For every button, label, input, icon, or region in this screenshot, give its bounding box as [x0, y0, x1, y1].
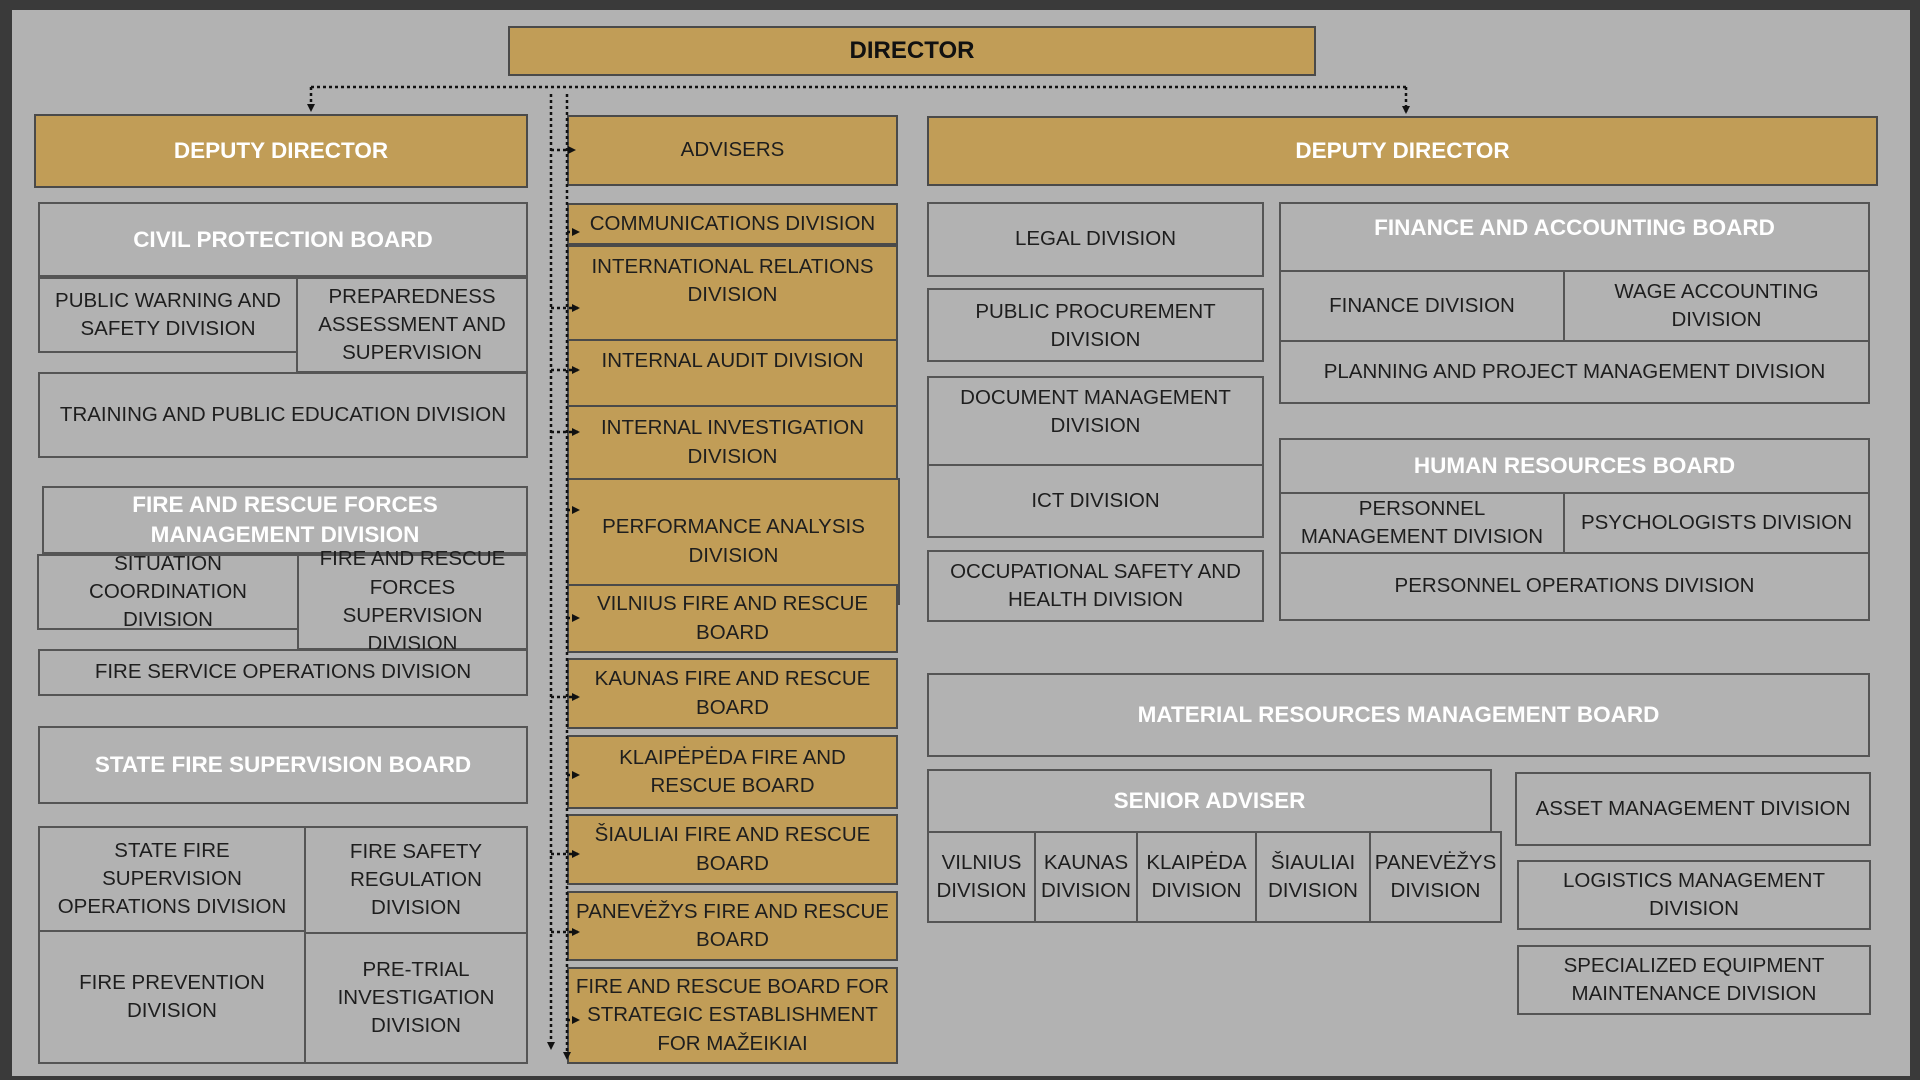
ict-division-box: ICT DIVISION — [927, 464, 1264, 538]
preparedness-assessment-box: PREPAREDNESS ASSESSMENT AND SUPERVISION — [296, 277, 528, 373]
klaipeda-board-box: KLAIPĖPĖDA FIRE AND RESCUE BOARD — [567, 735, 898, 809]
klaipeda-division-box: KLAIPĖDA DIVISION — [1136, 831, 1257, 923]
public-warning-division-box: PUBLIC WARNING AND SAFETY DIVISION — [38, 277, 298, 353]
vilnius-board-box: VILNIUS FIRE AND RESCUE BOARD — [567, 584, 898, 653]
kaunas-board-box: KAUNAS FIRE AND RESCUE BOARD — [567, 658, 898, 729]
siauliai-board-box: ŠIAULIAI FIRE AND RESCUE BOARD — [567, 814, 898, 885]
situation-coordination-division-box: SITUATION COORDINATION DIVISION — [37, 552, 299, 631]
panevezys-division-box: PANEVĖŽYS DIVISION — [1369, 831, 1502, 923]
director-box: DIRECTOR — [508, 26, 1316, 76]
performance-analysis-box: PERFORMANCE ANALYSIS DIVISION — [567, 478, 900, 605]
siauliai-division-box: ŠIAULIAI DIVISION — [1255, 831, 1371, 923]
logistics-management-box: LOGISTICS MANAGEMENT DIVISION — [1517, 860, 1871, 930]
personnel-management-box: PERSONNEL MANAGEMENT DIVISION — [1279, 492, 1565, 554]
civil-protection-board-box: CIVIL PROTECTION BOARD — [38, 202, 528, 277]
document-management-box: DOCUMENT MANAGEMENT DIVISION — [927, 376, 1264, 466]
specialized-equipment-box: SPECIALIZED EQUIPMENT MAINTENANCE DIVISI… — [1517, 945, 1871, 1015]
occupational-safety-box: OCCUPATIONAL SAFETY AND HEALTH DIVISION — [927, 550, 1264, 622]
panevezys-board-box: PANEVĖŽYS FIRE AND RESCUE BOARD — [567, 891, 898, 961]
material-resources-board-box: MATERIAL RESOURCES MANAGEMENT BOARD — [927, 673, 1870, 757]
legal-division-box: LEGAL DIVISION — [927, 202, 1264, 277]
public-procurement-box: PUBLIC PROCUREMENT DIVISION — [927, 288, 1264, 362]
deputy-director-left-box: DEPUTY DIRECTOR — [34, 114, 528, 188]
state-fire-supervision-board-box: STATE FIRE SUPERVISION BOARD — [38, 726, 528, 804]
pretrial-investigation-box: PRE-TRIAL INVESTIGATION DIVISION — [304, 932, 528, 1064]
fire-prevention-division-box: FIRE PREVENTION DIVISION — [38, 930, 306, 1064]
training-education-division-box: TRAINING AND PUBLIC EDUCATION DIVISION — [38, 372, 528, 458]
vilnius-division-box: VILNIUS DIVISION — [927, 831, 1036, 923]
kaunas-division-box: KAUNAS DIVISION — [1034, 831, 1138, 923]
forces-supervision-division-box: FIRE AND RESCUE FORCES SUPERVISION DIVIS… — [297, 547, 528, 655]
asset-management-box: ASSET MANAGEMENT DIVISION — [1515, 772, 1871, 846]
deputy-director-right-box: DEPUTY DIRECTOR — [927, 116, 1878, 186]
internal-investigation-box: INTERNAL INVESTIGATION DIVISION — [567, 405, 898, 480]
finance-division-box: FINANCE DIVISION — [1279, 270, 1565, 342]
wage-accounting-box: WAGE ACCOUNTING DIVISION — [1563, 270, 1870, 342]
finance-accounting-board-box: FINANCE AND ACCOUNTING BOARD — [1279, 202, 1870, 272]
fire-service-operations-box: FIRE SERVICE OPERATIONS DIVISION — [38, 649, 528, 696]
sfs-operations-division-box: STATE FIRE SUPERVISION OPERATIONS DIVISI… — [38, 826, 306, 932]
international-relations-box: INTERNATIONAL RELATIONS DIVISION — [567, 245, 898, 341]
senior-adviser-box: SENIOR ADVISER — [927, 769, 1492, 833]
hr-board-box: HUMAN RESOURCES BOARD — [1279, 438, 1870, 494]
advisers-box: ADVISERS — [567, 115, 898, 186]
fire-rescue-forces-management-box: FIRE AND RESCUE FORCES MANAGEMENT DIVISI… — [42, 486, 528, 554]
psychologists-division-box: PSYCHOLOGISTS DIVISION — [1563, 492, 1870, 554]
fire-safety-regulation-box: FIRE SAFETY REGULATION DIVISION — [304, 826, 528, 934]
internal-audit-box: INTERNAL AUDIT DIVISION — [567, 339, 898, 407]
communications-division-box: COMMUNICATIONS DIVISION — [567, 203, 898, 245]
personnel-operations-box: PERSONNEL OPERATIONS DIVISION — [1279, 552, 1870, 621]
mazeikiai-board-box: FIRE AND RESCUE BOARD FOR STRATEGIC ESTA… — [567, 967, 898, 1064]
planning-project-box: PLANNING AND PROJECT MANAGEMENT DIVISION — [1279, 340, 1870, 404]
